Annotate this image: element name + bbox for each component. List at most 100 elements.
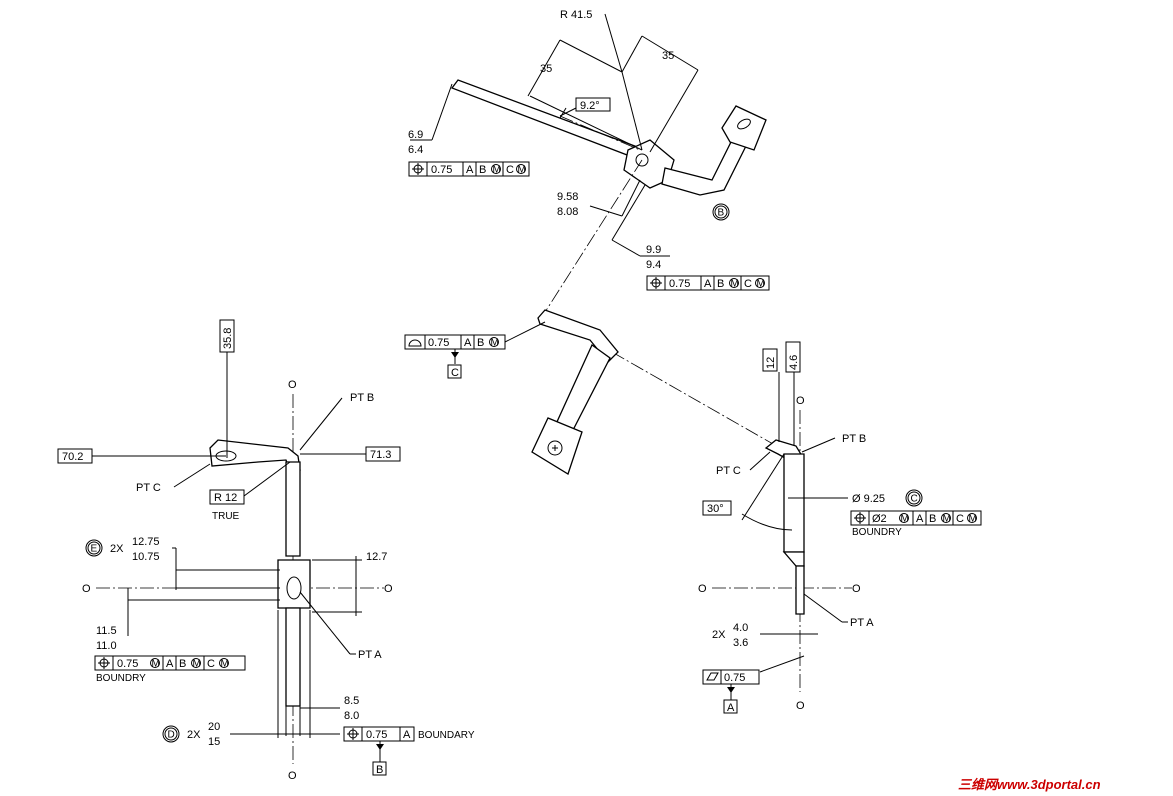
datum-c: C: [451, 367, 459, 379]
svg-text:2X: 2X: [110, 543, 124, 555]
svg-text:A: A: [916, 513, 924, 525]
svg-text:A: A: [704, 278, 712, 290]
left-bottom-block: [277, 559, 311, 609]
dim-upper: 6.9: [408, 129, 423, 141]
svg-text:M: M: [193, 659, 201, 670]
top-view: R 41.5 35 35 9.2° 6.9 6.4 0.75 A B M C M…: [408, 9, 770, 291]
svg-text:A: A: [466, 164, 474, 176]
svg-text:O: O: [288, 379, 297, 391]
dim-958: 9.58: [557, 191, 578, 203]
dim-15: 15: [208, 736, 220, 748]
svg-text:0.75: 0.75: [117, 658, 138, 670]
svg-text:A: A: [464, 337, 472, 349]
top-fcf: 0.75 A B M C M: [408, 161, 530, 177]
svg-text:A: A: [403, 729, 411, 741]
left-boundry: BOUNDRY: [96, 673, 146, 684]
left-pt-b: PT B: [350, 392, 374, 404]
true-label: TRUE: [212, 511, 240, 522]
svg-text:B: B: [179, 658, 186, 670]
dim-lower: 6.4: [408, 144, 423, 156]
right-boundry: BOUNDRY: [852, 527, 902, 538]
svg-text:B: B: [929, 513, 936, 525]
dim-127: 12.7: [366, 551, 387, 563]
left-fcf-boundary: 0.75 A: [343, 726, 415, 742]
svg-text:C: C: [506, 164, 514, 176]
svg-text:M: M: [969, 514, 977, 525]
left-pt-a: PT A: [358, 649, 382, 661]
svg-text:O: O: [796, 700, 805, 712]
svg-text:M: M: [518, 165, 526, 176]
middle-arm: [555, 344, 611, 433]
middle-end-tab: [531, 417, 583, 475]
r-label: R 41.5: [560, 9, 592, 21]
dim-808: 8.08: [557, 206, 578, 218]
dim-36: 3.6: [733, 637, 748, 649]
circle-e: E: [91, 544, 98, 555]
svg-text:O: O: [384, 583, 393, 595]
dim-35-left: 35: [540, 63, 552, 75]
left-pt-c: PT C: [136, 482, 161, 494]
svg-text:O: O: [288, 770, 297, 782]
svg-text:A: A: [166, 658, 174, 670]
watermark: 三维网www.3dportal.cn: [958, 777, 1101, 792]
dim-713: 71.3: [370, 449, 391, 461]
svg-text:0.75: 0.75: [366, 729, 387, 741]
circle-c: C: [911, 494, 918, 505]
svg-text:C: C: [207, 658, 215, 670]
svg-text:O: O: [698, 583, 707, 595]
top-fcf-2: 0.75 A B M C M: [646, 275, 770, 291]
right-step: [782, 551, 805, 567]
dia-925: Ø 9.25: [852, 493, 885, 505]
middle-view: 0.75 A B M C: [404, 309, 619, 475]
svg-text:M: M: [493, 165, 501, 176]
dim-12: 12: [765, 357, 777, 369]
profile-fcf: 0.75 A B M: [404, 334, 506, 350]
svg-text:O: O: [852, 583, 861, 595]
svg-text:O: O: [796, 395, 805, 407]
right-lower: [795, 565, 805, 615]
dim-110: 11.0: [96, 640, 117, 652]
svg-text:M: M: [757, 279, 765, 290]
dim-80: 8.0: [344, 710, 359, 722]
left-boundary-label: BOUNDARY: [418, 730, 475, 741]
svg-text:M: M: [221, 659, 229, 670]
dim-35-right: 35: [662, 50, 674, 62]
top-bent-arm: [661, 127, 753, 196]
left-fcf: 0.75 M A B M C M: [94, 655, 246, 671]
dim-1075: 10.75: [132, 551, 160, 563]
dim-85: 8.5: [344, 695, 359, 707]
dim-115: 11.5: [96, 625, 117, 637]
angle-30: 30°: [707, 503, 724, 515]
svg-text:O: O: [82, 583, 91, 595]
dim-358: 35.8: [222, 328, 234, 349]
left-view: O O O O 35.8 70.2 71.3 PT B PT C R 12 TR…: [57, 319, 475, 782]
r12: R 12: [214, 492, 237, 504]
dim-99: 9.9: [646, 244, 661, 256]
dim-702: 70.2: [62, 451, 83, 463]
svg-text:B: B: [477, 337, 484, 349]
middle-rod: [537, 309, 619, 363]
datum-b-circle: B: [718, 208, 725, 219]
dim-40: 4.0: [733, 622, 748, 634]
svg-text:M: M: [491, 338, 499, 349]
circle-d: D: [168, 730, 175, 741]
left-lower-shaft: [285, 607, 301, 707]
dim-20: 20: [208, 721, 220, 733]
left-shaft: [285, 461, 301, 557]
svg-text:0.75: 0.75: [428, 337, 449, 349]
datum-a: A: [727, 702, 735, 714]
svg-text:0.75: 0.75: [431, 164, 452, 176]
dim-1275: 12.75: [132, 536, 160, 548]
right-shaft: [783, 453, 805, 553]
svg-text:2X: 2X: [712, 629, 726, 641]
datum-b: B: [376, 764, 383, 776]
svg-text:M: M: [943, 514, 951, 525]
svg-text:M: M: [901, 514, 909, 525]
svg-text:0.75: 0.75: [724, 672, 745, 684]
svg-text:Ø2: Ø2: [872, 513, 887, 525]
dim-94: 9.4: [646, 259, 661, 271]
dim-46: 4.6: [788, 355, 800, 370]
right-pt-c: PT C: [716, 465, 741, 477]
svg-text:C: C: [956, 513, 964, 525]
